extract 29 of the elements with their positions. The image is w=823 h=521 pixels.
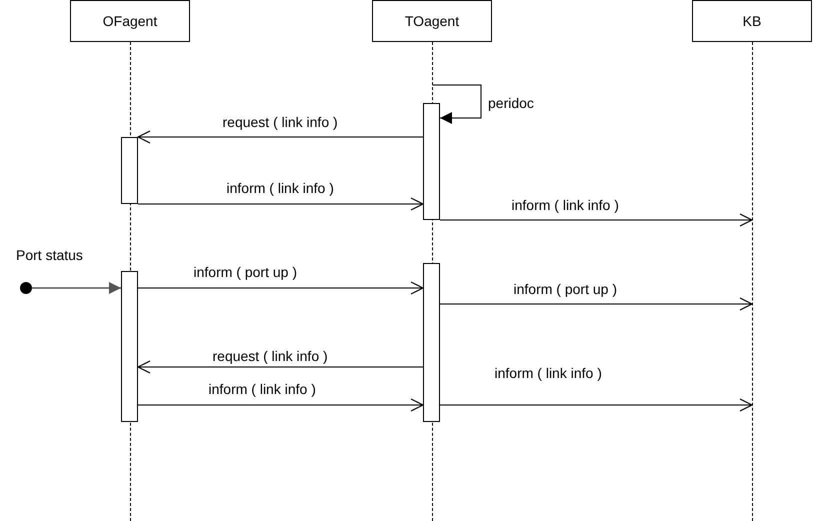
arrow (137, 130, 424, 144)
start-dot (20, 282, 32, 294)
arrow (440, 297, 753, 311)
activation-bar (121, 137, 138, 204)
edge-label: inform ( port up ) (512, 281, 618, 297)
edge-label: peridoc (487, 95, 535, 111)
activation-bar (121, 271, 138, 422)
arrow (138, 281, 424, 295)
arrow (138, 398, 424, 412)
edge-label: inform ( port up ) (192, 264, 298, 280)
arrow (137, 360, 424, 374)
edge-label: inform ( link info ) (208, 381, 317, 397)
activation-bar (423, 103, 440, 220)
edge-label: Port status (15, 247, 84, 263)
activation-bar (423, 263, 440, 422)
participant-box: OFagent (70, 0, 190, 42)
edge-label: request ( link info ) (212, 348, 329, 364)
edge-label: inform ( link info ) (494, 365, 603, 381)
participant-box: TOagent (372, 0, 492, 42)
edge-label: request ( link info ) (222, 114, 339, 130)
arrow (32, 282, 121, 294)
lifeline (752, 42, 753, 521)
arrow (432, 84, 482, 124)
edge-label: inform ( link info ) (510, 197, 620, 213)
edge-label: inform ( link info ) (226, 180, 335, 196)
arrow (440, 213, 753, 227)
arrow (138, 197, 424, 211)
participant-box: KB (692, 0, 812, 42)
arrow (440, 398, 753, 412)
